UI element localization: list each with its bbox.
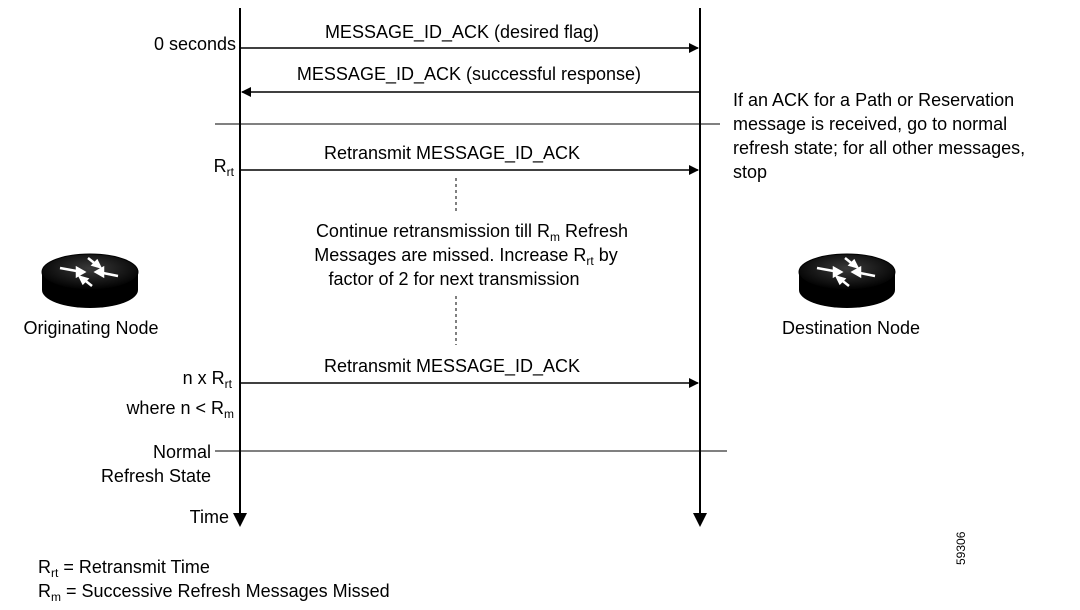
- normal-label: Normal: [153, 442, 211, 462]
- note-right-line-2: message is received, go to normal: [733, 114, 1007, 134]
- time-label-where: where n < Rm: [125, 398, 234, 421]
- note-center-line-1: Continue retransmission till Rm Refresh: [316, 221, 628, 244]
- figure-id: 59306: [954, 531, 968, 565]
- time-axis-label: Time: [190, 507, 229, 527]
- message-label-4: Retransmit MESSAGE_ID_ACK: [324, 356, 580, 377]
- note-center-line-3: factor of 2 for next transmission: [328, 269, 579, 289]
- note-right-line-3: refresh state; for all other messages,: [733, 138, 1025, 158]
- originating-router-icon: [41, 253, 139, 308]
- origin-time-arrow-icon: [233, 513, 247, 527]
- destination-router-icon: [798, 253, 896, 308]
- message-label-1: MESSAGE_ID_ACK (desired flag): [325, 22, 599, 43]
- time-label-rrt: Rrt: [214, 156, 235, 179]
- originating-node-label: Originating Node: [23, 318, 158, 338]
- destination-node-label: Destination Node: [782, 318, 920, 338]
- note-center-line-2: Messages are missed. Increase Rrt by: [314, 245, 617, 268]
- message-label-3: Retransmit MESSAGE_ID_ACK: [324, 143, 580, 164]
- legend-rm: Rm = Successive Refresh Messages Missed: [38, 581, 390, 604]
- note-right-line-4: stop: [733, 162, 767, 182]
- legend-rrt: Rrt = Retransmit Time: [38, 557, 210, 580]
- note-right-line-1: If an ACK for a Path or Reservation: [733, 90, 1014, 110]
- time-label-n-rrt: n x Rrt: [183, 368, 233, 391]
- message-label-2: MESSAGE_ID_ACK (successful response): [297, 64, 641, 85]
- destination-time-arrow-icon: [693, 513, 707, 527]
- time-label-zero: 0 seconds: [154, 34, 236, 54]
- refresh-state-label: Refresh State: [101, 466, 211, 486]
